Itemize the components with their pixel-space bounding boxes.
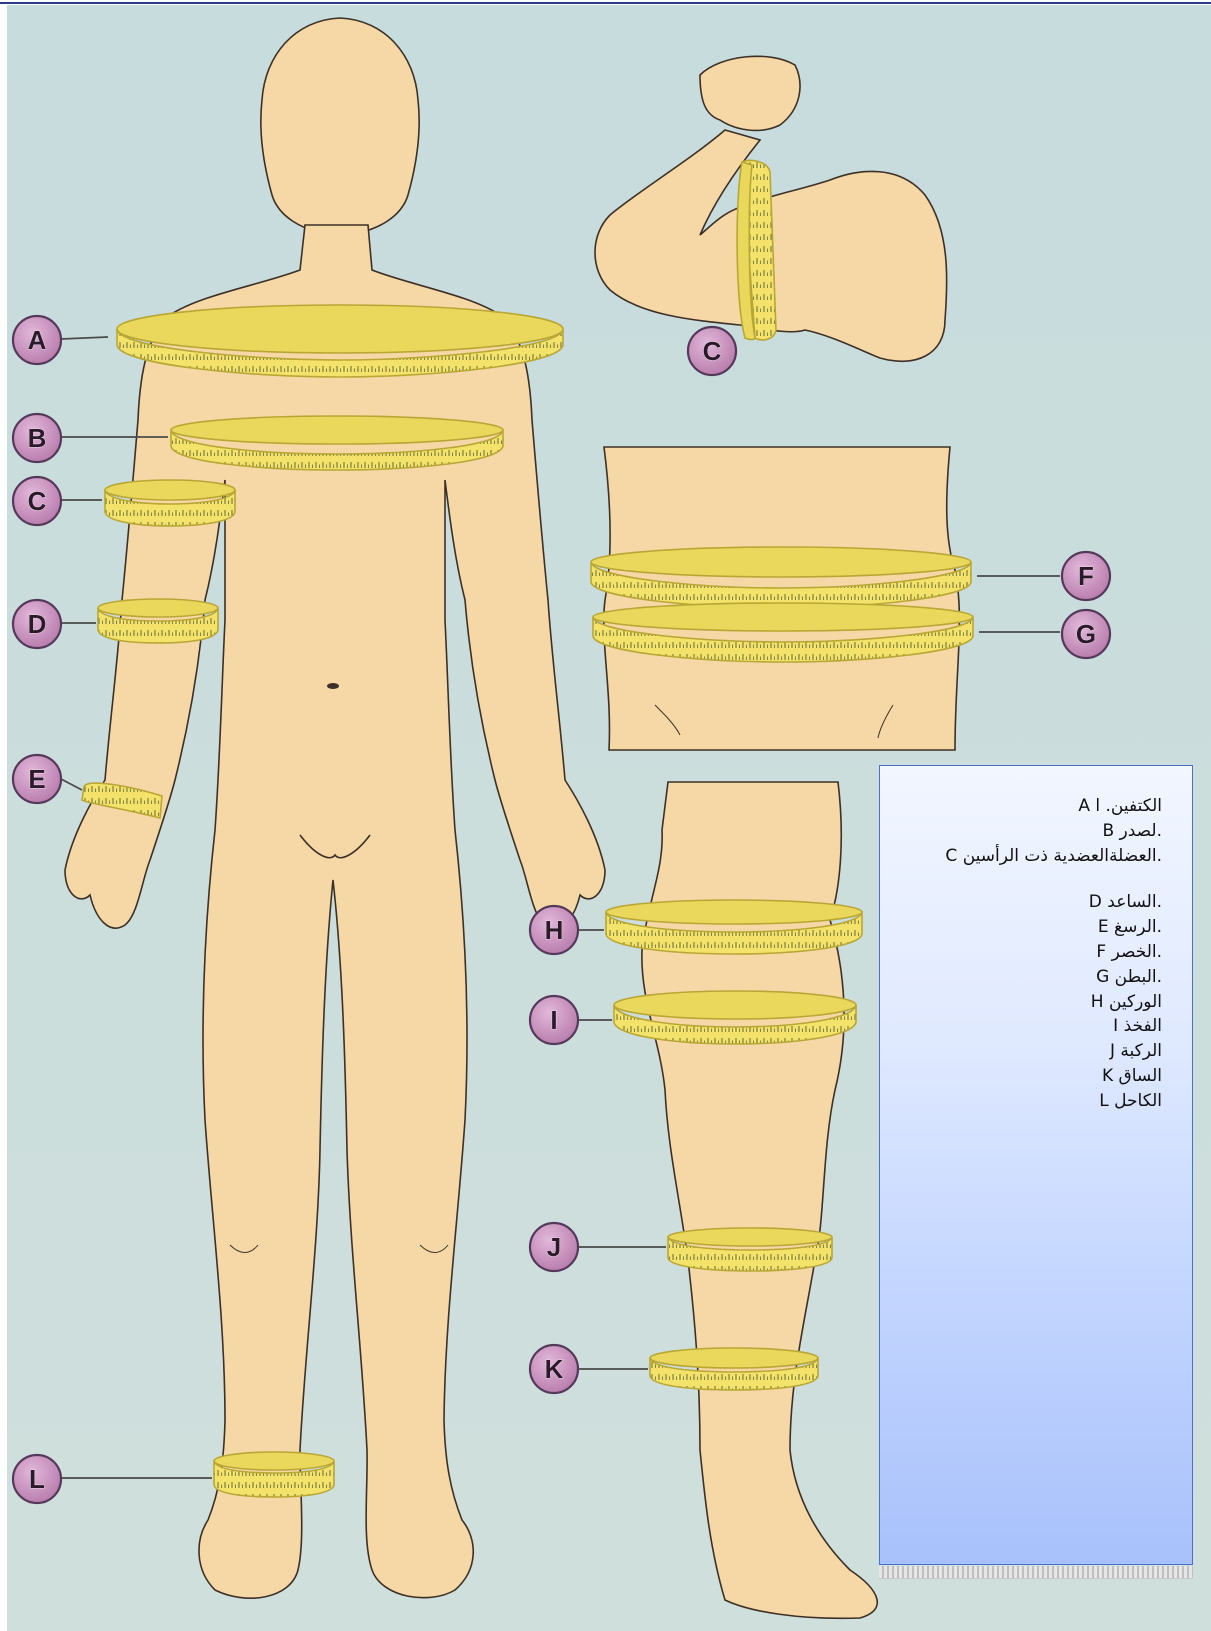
tape-d [98,599,218,617]
callout-c: C [13,477,61,525]
callout-b-label: B [28,423,47,453]
legend-item-k: K الساق [945,1064,1162,1089]
legend-item-b: B لصدر. [945,819,1162,844]
callout-j-label: J [547,1232,561,1262]
legend-item-f: F الخصر. [945,940,1162,965]
callout-e-label: E [28,764,45,794]
tape-h [606,900,862,924]
callout-i-label: I [550,1005,557,1035]
legend-item-l: L الكاحل [945,1089,1162,1114]
legend-item-c: C العضلةالعضدية ذت الرأسين. [945,844,1162,869]
callout-j: J [530,1223,578,1271]
legend-item-a: A الكتفين. ا [945,794,1162,819]
legend-item-e: E الرسغ. [945,915,1162,940]
callout-k-label: K [545,1354,564,1384]
callout-e: E [13,755,61,803]
tape-k [650,1348,818,1368]
callout-a: A [13,316,61,364]
tape-g [593,603,973,631]
legend-item-g: G البطن. [945,965,1162,990]
tape-a [117,305,563,353]
legend-item-j: J الركبة [945,1039,1162,1064]
legend-box: A الكتفين. ا B لصدر. C العضلةالعضدية ذت … [879,765,1193,1565]
callout-d: D [13,600,61,648]
callout-f: F [1062,552,1110,600]
tape-b [171,416,503,444]
top-border [0,2,1211,4]
callout-g: G [1062,610,1110,658]
tape-c [105,480,235,500]
tape-f [591,547,971,577]
callout-c-detail: C [688,327,736,375]
callout-a-label: A [28,325,47,355]
legend-item-i: I الفخذ [945,1014,1162,1039]
tape-j [668,1228,832,1246]
callout-k: K [530,1345,578,1393]
tape-i [614,991,856,1019]
callout-h-label: H [545,915,564,945]
callout-d-label: D [28,609,47,639]
callout-i: I [530,996,578,1044]
tape-l [214,1452,334,1470]
callout-c-detail-label: C [703,336,722,366]
legend-list: A الكتفين. ا B لصدر. C العضلةالعضدية ذت … [945,794,1162,1114]
callout-l: L [13,1455,61,1503]
legend-item-h: H الوركين [945,990,1162,1015]
callout-g-label: G [1076,619,1096,649]
callout-l-label: L [29,1464,45,1494]
callout-h: H [530,906,578,954]
legend-scallop-edge [879,1566,1193,1579]
callout-b: B [13,414,61,462]
callout-c-label: C [28,486,47,516]
callout-f-label: F [1078,561,1094,591]
legend-item-d: D الساعد. [945,890,1162,915]
